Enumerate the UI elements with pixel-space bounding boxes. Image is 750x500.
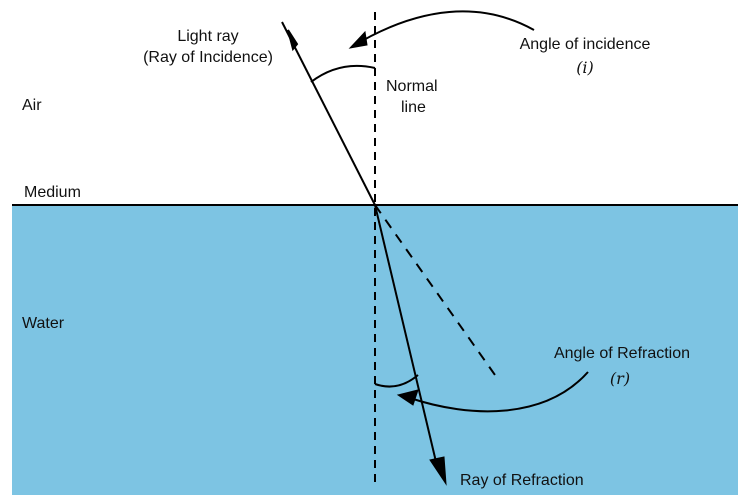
refraction-pointer-arrowhead <box>396 389 419 406</box>
incidence-pointer-arrowhead <box>348 30 368 49</box>
incident-ray-arrowhead <box>287 29 299 52</box>
incident-ray <box>281 21 376 206</box>
refraction-angle-arc <box>374 374 419 388</box>
incident-ray-label-line1: Light ray <box>177 28 238 45</box>
medium-label: Medium <box>24 184 81 201</box>
normal-label-line1: Normal <box>386 78 438 95</box>
air-label: Air <box>22 97 42 114</box>
incidence-angle-arc <box>310 64 376 83</box>
angle-incidence-label: Angle of incidence <box>520 36 651 53</box>
angle-incidence-symbol: (i) <box>576 58 594 77</box>
angle-refraction-label: Angle of Refraction <box>554 345 690 362</box>
refracted-ray <box>374 204 438 467</box>
incident-ray-label-line2: (Ray of Incidence) <box>143 49 273 66</box>
refracted-ray-arrowhead <box>429 456 447 486</box>
refraction-pointer-arrow <box>409 371 589 413</box>
normal-label-line2: line <box>401 99 426 116</box>
angle-refraction-symbol: (r) <box>610 369 630 388</box>
water-label: Water <box>22 315 65 332</box>
refracted-ray-label: Ray of Refraction <box>460 472 584 489</box>
incidence-pointer-arrow <box>359 10 535 43</box>
